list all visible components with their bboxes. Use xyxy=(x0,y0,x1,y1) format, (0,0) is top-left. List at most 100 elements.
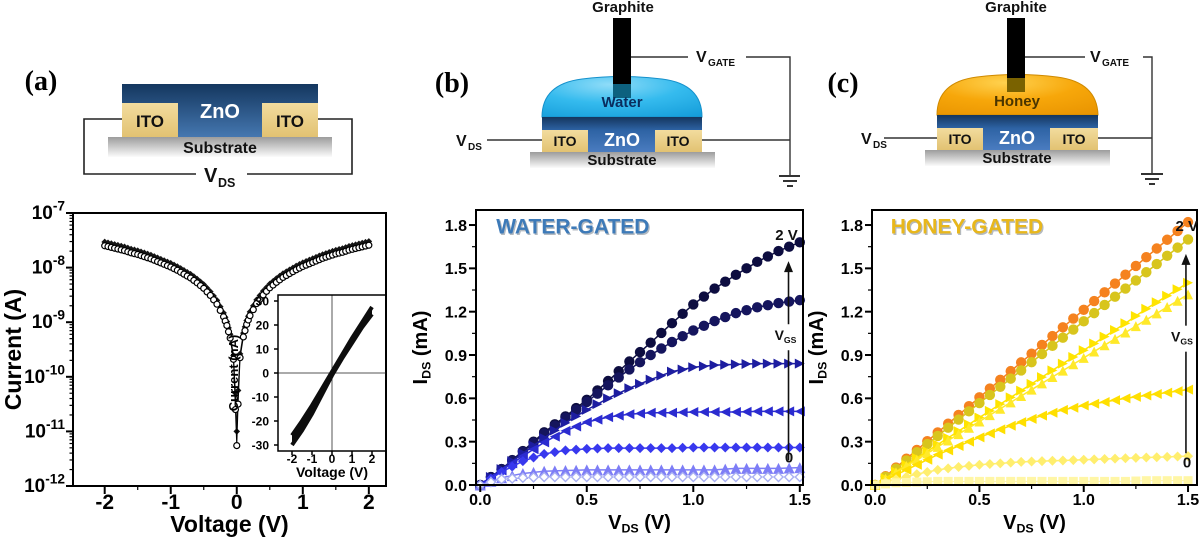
svg-text:10-10: 10-10 xyxy=(24,362,65,388)
iv-curve-chart-series-1 xyxy=(101,241,373,450)
ito-right xyxy=(262,103,318,137)
vds-label: V xyxy=(456,133,467,150)
ito-right-label: ITO xyxy=(1062,131,1085,147)
vds-label: V xyxy=(861,131,872,148)
svg-text:-2: -2 xyxy=(287,452,298,466)
svg-text:1: 1 xyxy=(297,491,309,514)
zno-label: ZnO xyxy=(604,130,640,150)
svg-text:10-8: 10-8 xyxy=(32,253,66,279)
vds-label: V xyxy=(204,165,218,187)
graphite-electrode xyxy=(1007,18,1025,78)
panel-label-a: (a) xyxy=(25,66,58,97)
svg-text:VGS: VGS xyxy=(775,327,797,345)
svg-text:0: 0 xyxy=(329,452,336,466)
svg-text:0.6: 0.6 xyxy=(841,391,863,408)
svg-text:0.0: 0.0 xyxy=(864,492,886,509)
vds-label-sub: DS xyxy=(873,140,887,151)
ito-left-label: ITO xyxy=(948,131,971,147)
svg-text:WATER-GATED: WATER-GATED xyxy=(496,216,649,239)
svg-text:0.3: 0.3 xyxy=(445,434,467,451)
honey-gated-chart-series-4 xyxy=(870,384,1194,490)
ground-symbol xyxy=(1141,173,1163,185)
iv-inset-chart-series-0 xyxy=(290,305,374,447)
svg-text:0.6: 0.6 xyxy=(445,391,467,408)
svg-text:1.2: 1.2 xyxy=(841,304,863,321)
ito-right-label: ITO xyxy=(666,133,689,149)
svg-text:1.0: 1.0 xyxy=(1073,492,1095,509)
ito-left-label: ITO xyxy=(136,112,164,131)
svg-text:10-12: 10-12 xyxy=(24,471,65,497)
svg-text:0: 0 xyxy=(1183,455,1191,472)
water-gated-chart-series-6 xyxy=(474,471,806,491)
svg-text:10-11: 10-11 xyxy=(25,417,66,443)
svg-text:-20: -20 xyxy=(252,414,270,428)
svg-text:IDS (mA): IDS (mA) xyxy=(410,311,434,385)
svg-text:1.8: 1.8 xyxy=(445,218,467,235)
svg-text:10-9: 10-9 xyxy=(32,308,66,334)
svg-text:0.3: 0.3 xyxy=(841,434,863,451)
svg-text:HONEY-GATED: HONEY-GATED xyxy=(892,217,1044,240)
circuit-wires xyxy=(884,56,1153,174)
ground-symbol xyxy=(779,175,800,187)
device-schematic-b: (b) Graphite Water ZnO ITO ITO Substrate… xyxy=(435,0,800,187)
svg-text:WATER-GATED: WATER-GATED xyxy=(497,217,650,240)
svg-text:1.5: 1.5 xyxy=(445,261,467,278)
svg-text:Voltage (V): Voltage (V) xyxy=(170,511,288,537)
graphite-electrode xyxy=(613,18,631,84)
substrate xyxy=(108,137,332,157)
svg-text:1: 1 xyxy=(349,452,356,466)
ito-left-label: ITO xyxy=(553,133,576,149)
svg-text:Voltage (V): Voltage (V) xyxy=(296,464,368,480)
device-schematic-c: (c) Graphite Honey ZnO ITO ITO Substrate… xyxy=(827,0,1163,185)
vds-wire xyxy=(83,118,353,175)
ito-right xyxy=(655,130,702,152)
svg-text:0: 0 xyxy=(785,450,793,467)
svg-text:IDS (mA): IDS (mA) xyxy=(806,311,830,385)
svg-text:Current (nA): Current (nA) xyxy=(226,335,241,412)
graphite-tip xyxy=(1007,78,1025,92)
liquid-label: Water xyxy=(601,94,642,111)
svg-text:10-7: 10-7 xyxy=(32,198,65,224)
svg-text:VGS: VGS xyxy=(1171,329,1193,347)
svg-text:1.5: 1.5 xyxy=(789,492,811,509)
svg-text:0.9: 0.9 xyxy=(445,348,467,365)
ito-right xyxy=(1050,128,1098,150)
svg-text:2 V: 2 V xyxy=(775,227,798,244)
svg-text:2 V: 2 V xyxy=(1176,218,1199,235)
panel-label-b: (b) xyxy=(435,68,469,99)
vds-label-sub: DS xyxy=(468,142,482,153)
graphite-tip xyxy=(613,84,631,98)
liquid-label: Honey xyxy=(994,93,1041,110)
substrate xyxy=(925,150,1110,166)
zno-label: ZnO xyxy=(200,101,240,123)
svg-text:20: 20 xyxy=(256,318,270,332)
svg-text:VDS (V): VDS (V) xyxy=(608,512,671,536)
svg-text:-2: -2 xyxy=(95,491,114,514)
substrate-label: Substrate xyxy=(183,140,257,157)
svg-text:30: 30 xyxy=(256,294,270,308)
substrate-label: Substrate xyxy=(587,152,656,169)
honey-gated-chart-series-3 xyxy=(870,289,1194,490)
device-schematic-a: (a) ZnO ITO ITO Substrate V DS xyxy=(25,66,353,190)
substrate xyxy=(530,152,715,168)
substrate-label: Substrate xyxy=(982,150,1051,167)
vgate-label: V xyxy=(696,49,707,66)
svg-text:-30: -30 xyxy=(252,438,270,452)
svg-text:VDS (V): VDS (V) xyxy=(1003,512,1066,536)
svg-text:0.9: 0.9 xyxy=(841,348,863,365)
svg-text:10: 10 xyxy=(256,342,270,356)
svg-text:0.5: 0.5 xyxy=(576,492,598,509)
vgate-label-sub: GATE xyxy=(708,58,735,69)
vds-label-sub: DS xyxy=(218,176,235,190)
svg-text:0.0: 0.0 xyxy=(445,478,467,495)
zno-layer xyxy=(542,117,702,152)
svg-text:1.5: 1.5 xyxy=(841,261,863,278)
svg-text:1.5: 1.5 xyxy=(1177,492,1199,509)
